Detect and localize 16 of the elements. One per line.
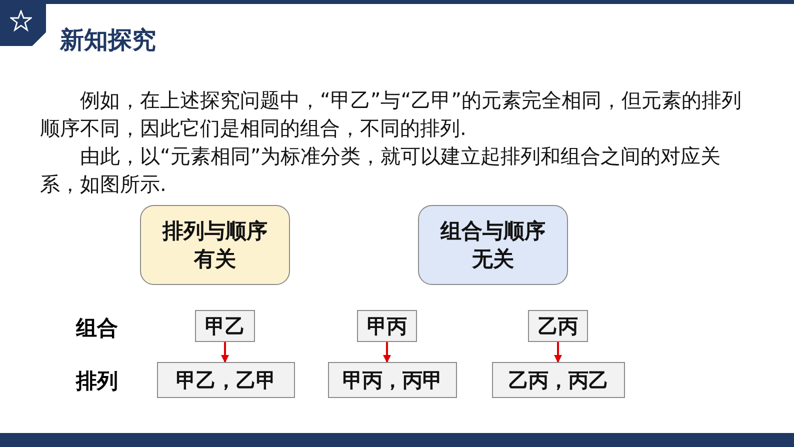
term-box: 甲乙，乙甲 — [157, 362, 295, 398]
paragraph: 由此，以“元素相同”为标准分类，就可以建立起排列和组合之间的对应关系，如图所示. — [40, 143, 722, 198]
term-box: 甲乙 — [195, 310, 255, 342]
term-box: 甲丙，丙甲 — [328, 362, 457, 398]
term-box: 乙丙 — [528, 310, 588, 342]
term-box: 甲丙 — [357, 310, 417, 342]
category-box: 排列与顺序有关 — [140, 205, 290, 285]
term-box: 乙丙，丙乙 — [492, 362, 625, 398]
row-label: 组合 — [76, 315, 118, 342]
arrow — [383, 342, 391, 363]
arrow — [221, 342, 229, 363]
arrow — [554, 342, 562, 363]
category-box: 组合与顺序无关 — [418, 205, 568, 285]
row-label: 排列 — [76, 368, 118, 395]
slide-title: 新知探究 — [60, 25, 156, 56]
paragraph: 例如，在上述探究问题中，“甲乙”与“乙甲”的元素完全相同，但元素的排列顺序不同，因此它们是相同的组合，不同的排列. — [40, 87, 742, 142]
